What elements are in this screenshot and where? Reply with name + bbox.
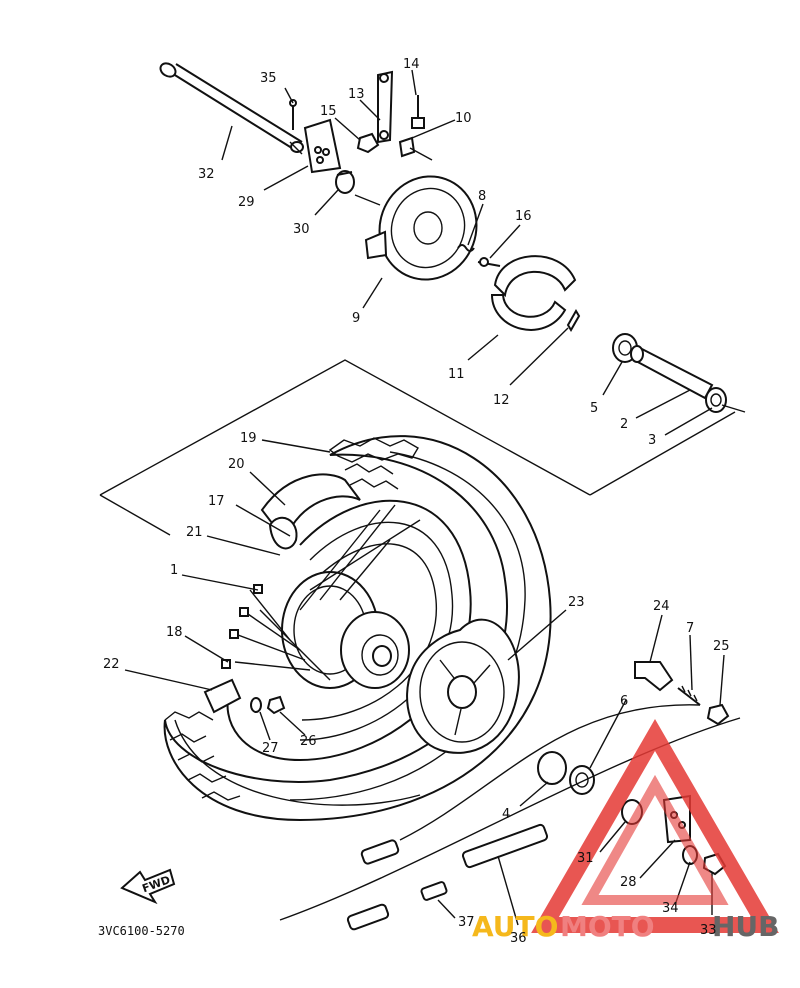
chain-adjuster bbox=[634, 661, 674, 692]
label-37: 37 bbox=[458, 915, 475, 930]
spacer bbox=[630, 345, 714, 400]
lock-nut bbox=[706, 703, 730, 726]
label-16: 16 bbox=[515, 209, 532, 224]
label-12: 12 bbox=[493, 393, 510, 408]
tension-bar bbox=[377, 70, 394, 144]
diagram-code: 3VC6100-5270 bbox=[98, 924, 185, 938]
label-18: 18 bbox=[166, 625, 183, 640]
label-8: 8 bbox=[478, 189, 486, 204]
label-19: 19 bbox=[240, 431, 257, 446]
watermark-logo bbox=[531, 719, 779, 933]
label-25: 25 bbox=[713, 639, 730, 654]
washer bbox=[250, 697, 262, 713]
label-17: 17 bbox=[208, 494, 225, 509]
label-35: 35 bbox=[260, 71, 277, 86]
axle bbox=[159, 62, 304, 155]
label-29: 29 bbox=[238, 195, 255, 210]
label-13: 13 bbox=[348, 87, 365, 102]
label-36: 36 bbox=[510, 931, 527, 946]
label-14: 14 bbox=[403, 57, 420, 72]
label-4: 4 bbox=[502, 807, 510, 822]
label-23: 23 bbox=[568, 595, 585, 610]
label-10: 10 bbox=[455, 111, 472, 126]
label-21: 21 bbox=[186, 525, 203, 540]
label-2: 2 bbox=[620, 417, 628, 432]
nut-26 bbox=[266, 695, 286, 715]
watermark-text-hub: HUB bbox=[712, 910, 780, 943]
spokes bbox=[234, 504, 421, 681]
collar bbox=[335, 170, 355, 194]
fwd-arrow-icon: FWD bbox=[120, 868, 176, 905]
label-28: 28 bbox=[620, 875, 637, 890]
shoe-spring bbox=[566, 309, 581, 332]
label-22: 22 bbox=[103, 657, 120, 672]
drive-chain bbox=[279, 704, 741, 931]
label-20: 20 bbox=[228, 457, 245, 472]
nut bbox=[356, 132, 380, 154]
hub bbox=[281, 571, 410, 689]
callout-labels: 35 14 13 15 10 32 29 30 8 16 9 11 12 5 2… bbox=[103, 57, 730, 946]
spring bbox=[457, 244, 475, 252]
brake-shoe-plate bbox=[364, 175, 478, 281]
camshaft bbox=[477, 257, 501, 267]
label-9: 9 bbox=[352, 311, 360, 326]
oil-seal-6 bbox=[569, 765, 595, 795]
label-6: 6 bbox=[620, 694, 628, 709]
watermark-text-auto: AUTO bbox=[472, 910, 558, 943]
label-30: 30 bbox=[293, 222, 310, 237]
tire bbox=[163, 435, 552, 822]
rim-lock bbox=[203, 678, 242, 714]
label-3: 3 bbox=[648, 433, 656, 448]
label-24: 24 bbox=[653, 599, 670, 614]
label-15: 15 bbox=[320, 104, 337, 119]
bolt bbox=[411, 95, 425, 129]
adjusting-bolt bbox=[677, 685, 701, 706]
brake-shoe bbox=[490, 255, 577, 331]
cotter-pin bbox=[289, 99, 297, 130]
inner-tube bbox=[260, 473, 361, 550]
chain-adjuster-plate bbox=[303, 118, 342, 174]
label-5: 5 bbox=[590, 401, 598, 416]
label-33: 33 bbox=[700, 923, 717, 938]
label-27: 27 bbox=[262, 741, 279, 756]
label-7: 7 bbox=[686, 621, 694, 636]
watermark-text-moto: MOTO bbox=[560, 910, 655, 943]
label-32: 32 bbox=[198, 167, 215, 182]
label-34: 34 bbox=[662, 901, 679, 916]
leader-lines-wheel bbox=[124, 439, 725, 926]
oil-seal bbox=[705, 387, 727, 413]
label-11: 11 bbox=[448, 367, 465, 382]
sprocket bbox=[406, 618, 520, 754]
label-1: 1 bbox=[170, 563, 178, 578]
assembly-boundary bbox=[99, 359, 736, 536]
leader-lines-top bbox=[221, 69, 746, 436]
label-31: 31 bbox=[577, 851, 594, 866]
bearing-4 bbox=[537, 751, 567, 785]
clip bbox=[398, 136, 416, 158]
label-26: 26 bbox=[300, 734, 317, 749]
